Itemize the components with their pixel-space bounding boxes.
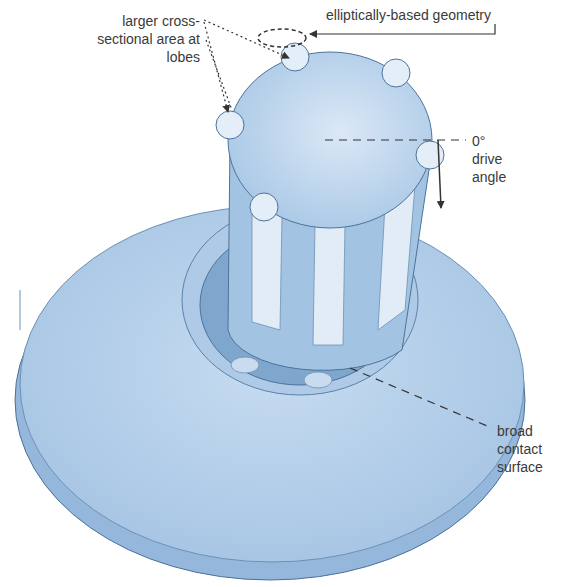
angle-callout: 0° drive angle [472,132,517,186]
lobe-callout: larger cross-sectional area at lobes [88,12,200,66]
geometry-callout: elliptically-based geometry [326,6,541,24]
contact-callout: broad contact surface [497,422,559,476]
